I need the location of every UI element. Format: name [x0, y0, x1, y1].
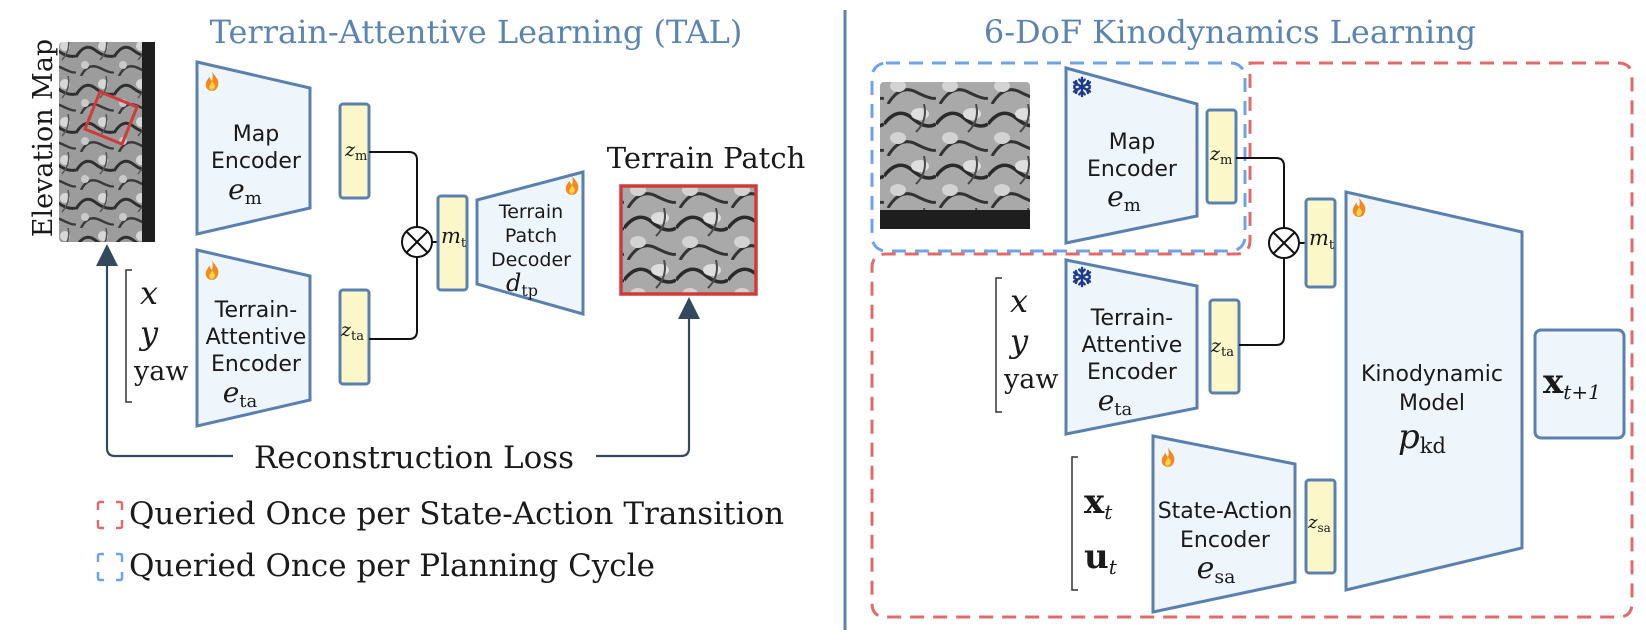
query-window-box: [83, 90, 139, 146]
svg-text:Kinodynamic: Kinodynamic: [1361, 362, 1503, 387]
svg-text:mt: mt: [441, 224, 467, 251]
svg-text:eta: eta: [1098, 384, 1133, 420]
svg-text:em: em: [228, 173, 262, 209]
svg-text:Terrain-: Terrain-: [214, 298, 297, 323]
state-action-inputs: xt ut: [1071, 456, 1118, 591]
reconstruction-loss-label: Reconstruction Loss: [254, 440, 574, 476]
svg-text:Terrain-: Terrain-: [1090, 306, 1173, 331]
svg-text:zsa: zsa: [1307, 512, 1331, 535]
left-m-t-latent: mt: [436, 194, 469, 292]
svg-text:Encoder: Encoder: [211, 352, 302, 377]
svg-text:x: x: [1010, 282, 1028, 320]
svg-text:Encoder: Encoder: [211, 149, 302, 174]
svg-text:Encoder: Encoder: [1087, 360, 1178, 385]
left-zm-wire: [369, 151, 418, 228]
left-z-ta-latent: zta: [338, 288, 371, 386]
legend-red-entry: Queried Once per State-Action Transition: [96, 496, 784, 532]
svg-text:Decoder: Decoder: [491, 249, 571, 271]
z-sa-latent: zsa: [1304, 478, 1337, 575]
svg-text:zm: zm: [344, 139, 367, 164]
left-z-m-latent: zm: [338, 102, 371, 200]
svg-text:Model: Model: [1399, 391, 1465, 416]
right-zta-wire: [1239, 258, 1285, 346]
svg-text:State-Action: State-Action: [1158, 499, 1293, 524]
svg-text:zta: zta: [1210, 335, 1234, 360]
svg-text:Map: Map: [1109, 130, 1155, 155]
svg-text:zta: zta: [340, 319, 364, 344]
legend-blue-entry: Queried Once per Planning Cycle: [96, 548, 655, 584]
svg-text:Encoder: Encoder: [1087, 157, 1178, 182]
svg-text:Map: Map: [233, 122, 279, 147]
svg-text:Patch: Patch: [505, 225, 557, 247]
svg-text:yaw: yaw: [133, 356, 188, 387]
svg-text:x: x: [140, 274, 158, 312]
svg-text:em: em: [1107, 180, 1141, 216]
state-action-encoder: State-Action Encoder esa: [1151, 434, 1297, 614]
kinodynamic-model: Kinodynamic Model pkd: [1344, 190, 1524, 592]
transition-region: [870, 61, 1634, 619]
right-map-encoder: Map Encoder em: [1064, 66, 1199, 245]
output-state: xt+1: [1533, 328, 1626, 440]
loss-arrow-to-patch: [596, 297, 700, 458]
right-zm-wire: [1236, 157, 1285, 228]
terrain-patch-image: [619, 184, 758, 296]
loss-arrow-to-elevation: [96, 244, 233, 458]
right-title: 6-DoF Kinodynamics Learning: [984, 13, 1476, 51]
svg-text:Terrain: Terrain: [498, 201, 563, 223]
left-product-operator: [401, 226, 433, 258]
elevation-map-label: Elevation Map: [28, 39, 59, 237]
svg-text:yaw: yaw: [1003, 364, 1058, 395]
svg-text:esa: esa: [1197, 551, 1236, 588]
left-map-encoder: Map Encoder em: [195, 60, 312, 236]
svg-text:eta: eta: [223, 376, 258, 412]
svg-text:xt: xt: [1084, 482, 1113, 524]
elevation-map-image: [59, 42, 155, 242]
svg-text:xt+1: xt+1: [1543, 362, 1601, 404]
right-m-t-latent: mt: [1304, 197, 1337, 289]
svg-text:Queried Once per State-Action: Queried Once per State-Action Transition: [129, 496, 784, 532]
legend: Queried Once per State-Action Transition…: [96, 496, 784, 584]
svg-text:y: y: [138, 314, 159, 352]
left-zta-wire: [369, 256, 418, 340]
terrain-patch-label: Terrain Patch: [607, 141, 806, 175]
svg-text:zm: zm: [1209, 143, 1232, 168]
svg-text:Queried Once per Planning Cycl: Queried Once per Planning Cycle: [129, 548, 655, 584]
left-title: Terrain-Attentive Learning (TAL): [210, 13, 743, 51]
svg-text:pkd: pkd: [1398, 417, 1446, 458]
right-pose-inputs: x y yaw: [995, 277, 1058, 413]
svg-text:Attentive: Attentive: [1082, 333, 1183, 358]
svg-text:mt: mt: [1309, 226, 1335, 253]
right-terrain-attentive-encoder: Terrain- Attentive Encoder eta: [1064, 258, 1199, 436]
terrain-patch-decoder: Terrain Patch Decoder dtp: [475, 170, 585, 316]
svg-text:Encoder: Encoder: [1180, 528, 1271, 553]
svg-text:Attentive: Attentive: [206, 325, 307, 350]
right-elevation-image: [880, 82, 1030, 229]
svg-text:ut: ut: [1084, 537, 1118, 579]
svg-text:y: y: [1008, 322, 1029, 360]
left-terrain-attentive-encoder: Terrain- Attentive Encoder eta: [195, 248, 312, 428]
svg-text:dtp: dtp: [506, 269, 538, 300]
right-z-m-latent: zm: [1205, 108, 1238, 205]
right-z-ta-latent: zta: [1208, 298, 1241, 395]
right-product-operator: [1268, 227, 1300, 259]
left-pose-inputs: x y yaw: [125, 269, 188, 403]
